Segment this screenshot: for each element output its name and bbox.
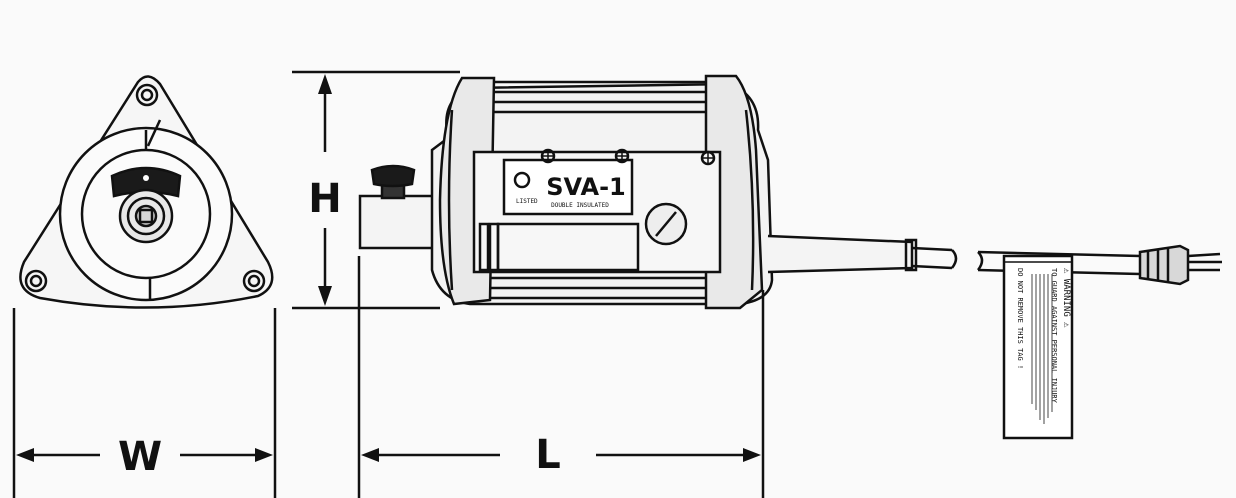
warning-heading: ⚠ WARNING ⚠	[1061, 268, 1071, 328]
length-dimension	[357, 256, 765, 498]
side-view	[358, 74, 774, 310]
front-handle	[110, 166, 182, 198]
plug-body	[1138, 244, 1190, 286]
width-label: W	[118, 434, 162, 480]
side-knob	[370, 164, 416, 188]
model-label: SVA-1	[546, 173, 625, 201]
length-arrow-right	[743, 448, 761, 462]
front-shaft-mid	[126, 196, 166, 236]
front-screw-left	[24, 269, 48, 293]
front-handle-dot	[143, 175, 149, 181]
cord-strain-relief	[767, 234, 914, 274]
cord-break-right	[976, 251, 984, 271]
left-grip-inner	[447, 109, 454, 291]
height-arrow-bottom	[318, 286, 332, 306]
warning-tag-outline	[1002, 254, 1074, 440]
listing-text: LISTED	[516, 198, 538, 205]
front-screw-top-inner	[140, 88, 154, 102]
front-screw-left-inner	[29, 274, 43, 288]
switch-knob-slot	[655, 211, 677, 237]
front-screw-right	[242, 269, 266, 293]
warning-fine-print	[1031, 274, 1053, 424]
width-arrow-left	[16, 448, 34, 462]
height-label: H	[308, 176, 341, 222]
warning-line-1: TO GUARD AGAINST PERSONAL INJURY	[1050, 268, 1058, 404]
side-connector-box	[358, 194, 436, 250]
plug-prong-1	[1187, 252, 1221, 258]
cord-top-1	[911, 246, 953, 252]
front-view	[19, 75, 274, 309]
warning-tag: ⚠ WARNING ⚠ TO GUARD AGAINST PERSONAL IN…	[1002, 254, 1074, 440]
vent-1	[478, 222, 490, 272]
listing-mark-icon	[513, 171, 531, 189]
length-arrow-left	[361, 448, 379, 462]
front-shaft-square	[138, 208, 154, 224]
width-dimension	[12, 308, 277, 498]
height-arrow-top	[318, 74, 332, 94]
width-arrow-right	[255, 448, 273, 462]
insulation-text: DOUBLE INSULATED	[551, 202, 609, 209]
cord-collar	[904, 238, 918, 272]
cord-bottom-1	[911, 264, 953, 270]
vent-2	[488, 222, 500, 272]
cord-top-2	[977, 250, 1141, 258]
right-grip-inner	[744, 109, 755, 291]
warning-line-2: DO NOT REMOVE THIS TAG !	[1016, 268, 1024, 369]
front-screw-top	[135, 83, 159, 107]
front-edge-line	[146, 119, 162, 147]
length-label: L	[535, 432, 561, 478]
front-screw-right-inner	[247, 274, 261, 288]
cord-break-left	[950, 249, 958, 269]
height-dimension	[292, 70, 460, 310]
